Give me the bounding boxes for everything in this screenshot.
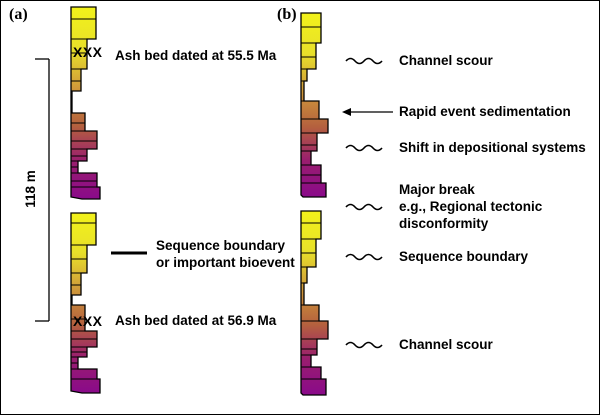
annotation-shift: Shift in depositional systems	[399, 140, 586, 155]
wavy-symbol-shift	[345, 144, 383, 152]
rapid-event-arrow	[342, 108, 393, 116]
panel-b-label: (b)	[277, 6, 297, 23]
wavy-symbol-major-break	[345, 203, 383, 211]
column-a-upper: XXX	[70, 6, 103, 200]
column-b-upper-beds	[301, 26, 328, 184]
sequence-boundary-label-line2: or important bioevent	[156, 255, 295, 270]
column-a-lower-beds	[71, 222, 100, 380]
annotation-channel-scour-lower: Channel scour	[399, 337, 494, 352]
column-b-upper-body	[300, 12, 329, 198]
panel-a-label: (a)	[9, 6, 28, 23]
ash-marker-upper: XXX	[73, 44, 103, 60]
annotation-major-break: Major break	[399, 182, 475, 197]
wavy-symbol-channel-scour-lower	[345, 341, 383, 349]
wavy-symbols	[345, 57, 383, 349]
ash-bed-lower-label: Ash bed dated at 56.9 Ma	[115, 313, 277, 328]
column-a-lower: XXX	[70, 212, 103, 394]
annotation-sequence-boundary: Sequence boundary	[399, 249, 529, 264]
ash-marker-lower: XXX	[73, 313, 103, 329]
annotation-disconformity: disconformity	[399, 216, 489, 231]
sequence-boundary-label-line1: Sequence boundary	[156, 238, 286, 253]
column-a-upper-beds	[71, 18, 100, 188]
scale-bar-label: 118 m	[23, 170, 38, 208]
column-b-lower	[300, 210, 329, 396]
wavy-symbol-sequence-boundary	[345, 253, 383, 261]
annotation-channel-scour-upper: Channel scour	[399, 53, 494, 68]
column-b-upper	[300, 12, 329, 198]
column-a-upper-body	[70, 6, 101, 200]
column-a-lower-body	[70, 212, 101, 394]
annotation-rapid-event: Rapid event sedimentation	[399, 104, 571, 119]
wavy-symbol-channel-scour-upper	[345, 57, 383, 65]
ash-bed-upper-label: Ash bed dated at 55.5 Ma	[115, 48, 277, 63]
scale-bar	[35, 58, 50, 322]
annotation-regional-tectonic: e.g., Regional tectonic	[399, 199, 543, 214]
column-b-lower-beds	[301, 222, 328, 380]
